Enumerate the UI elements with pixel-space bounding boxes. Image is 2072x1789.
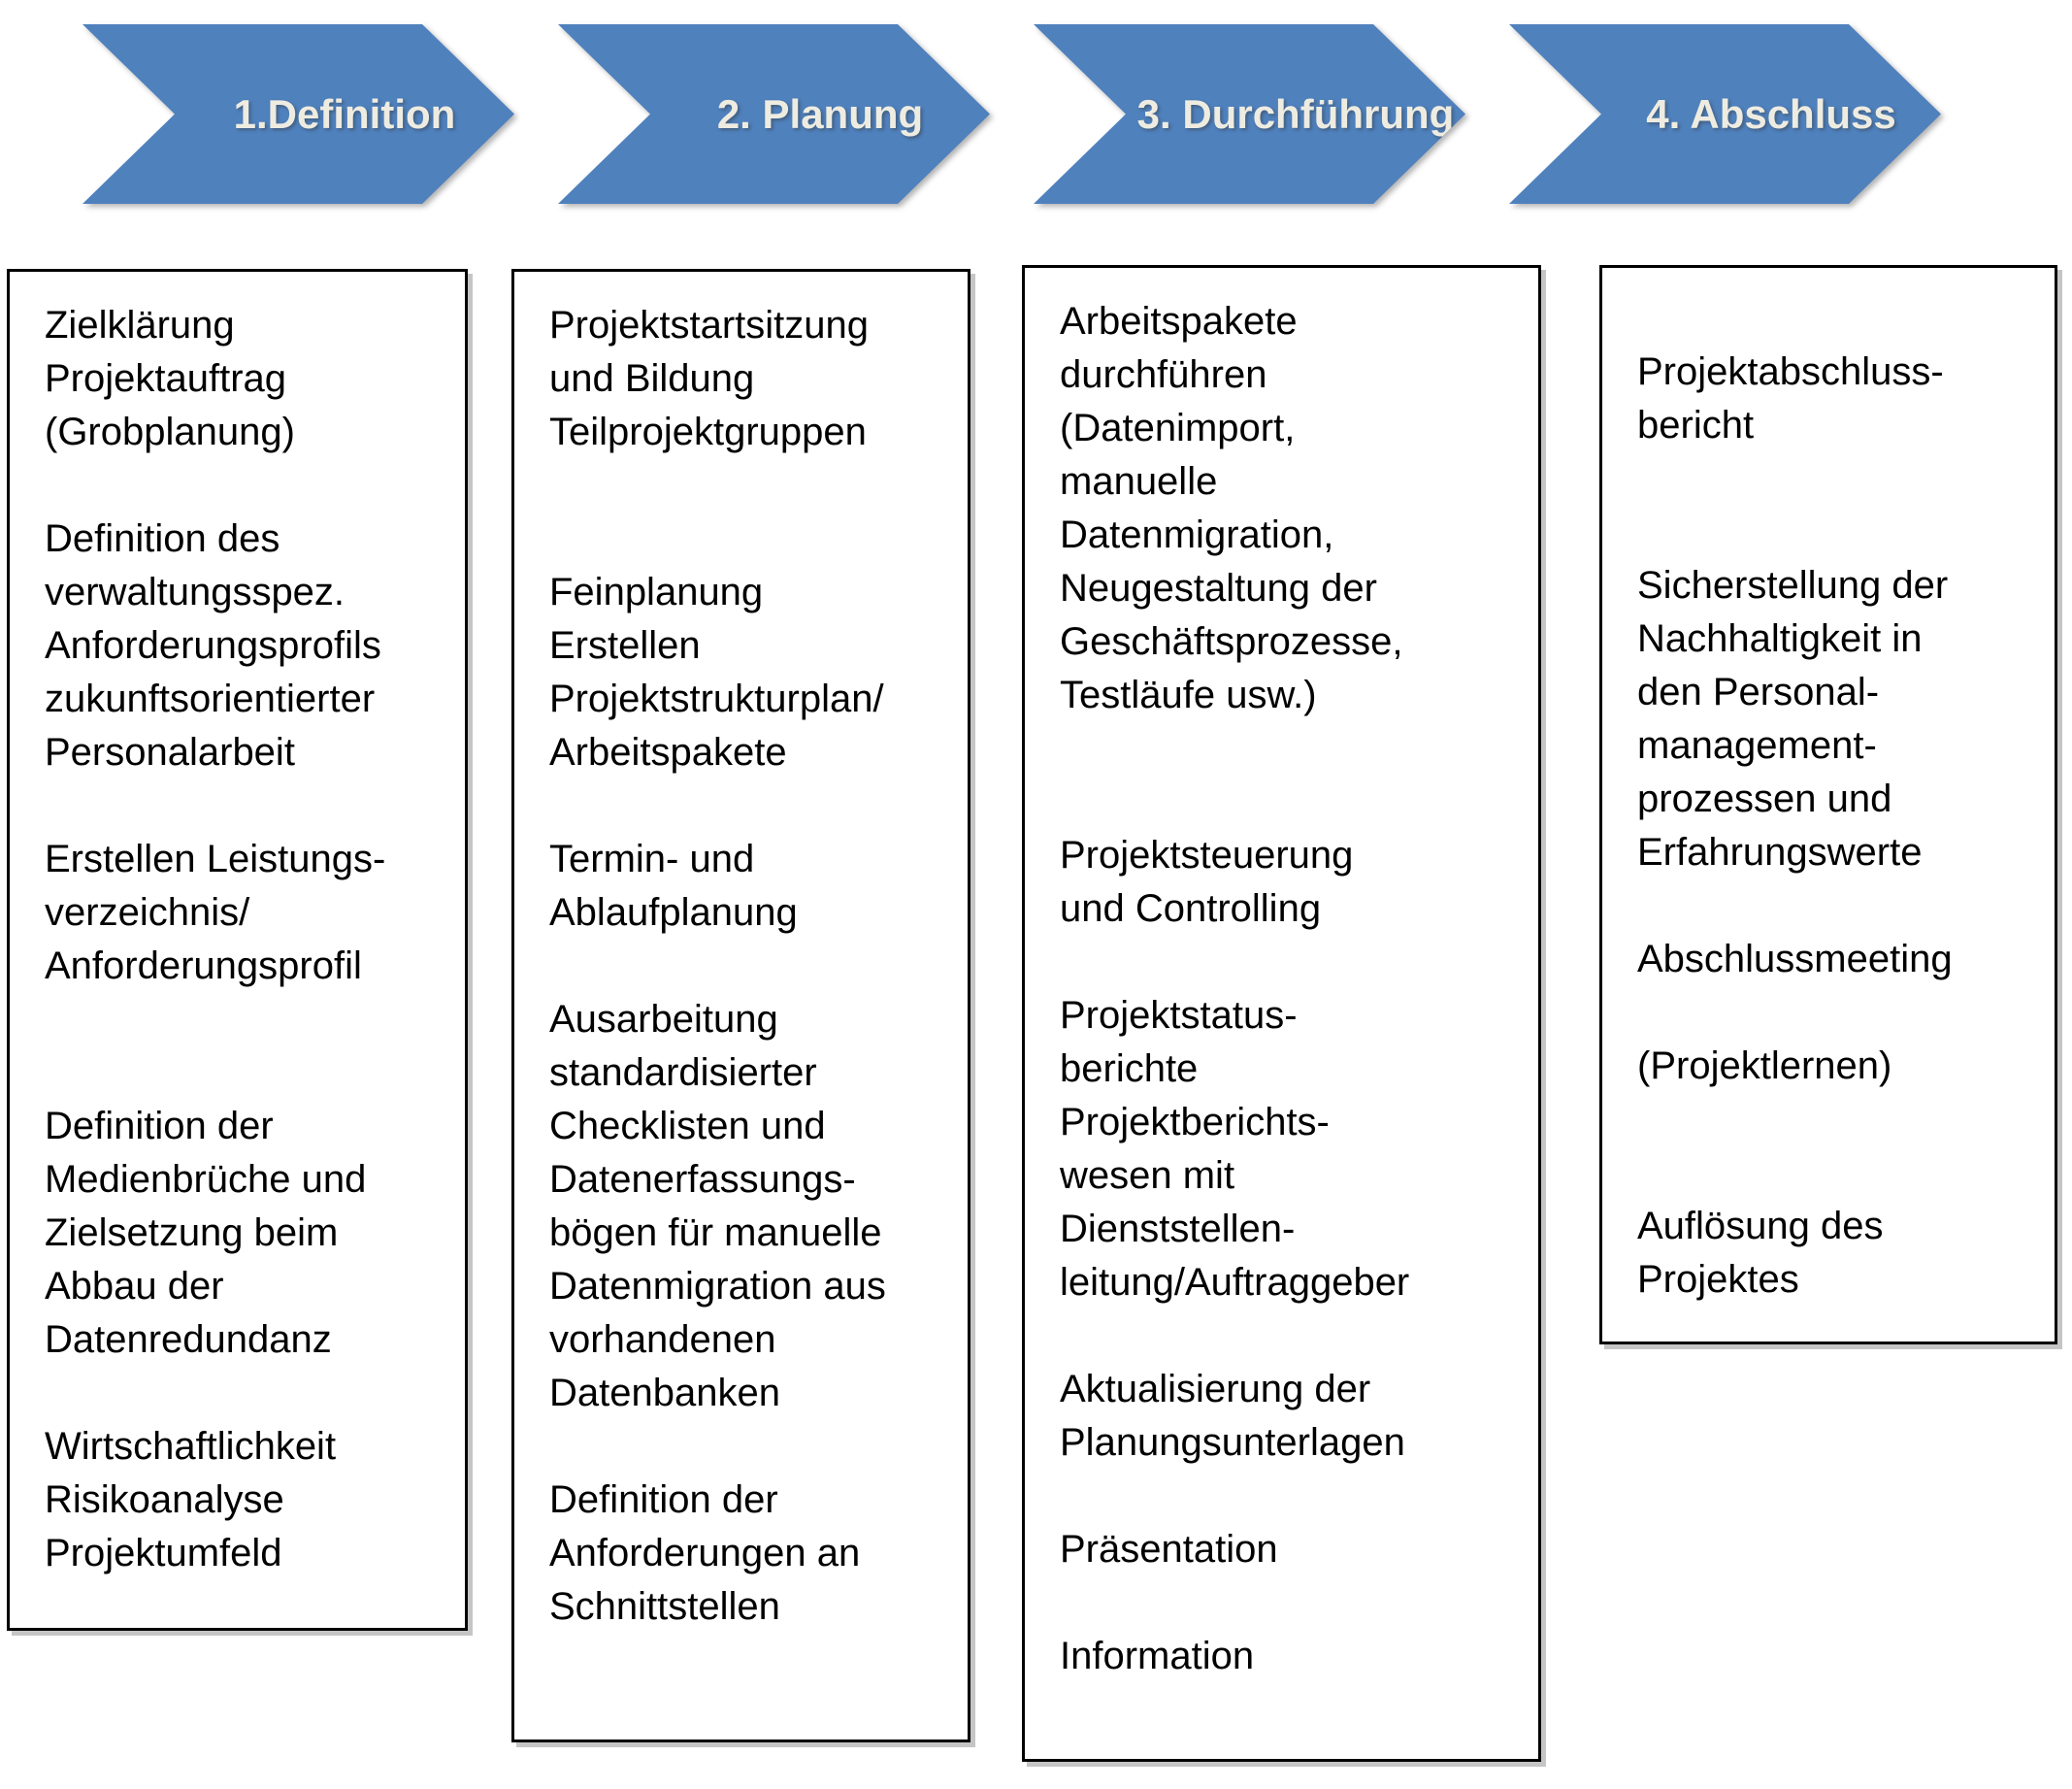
task-item: Aktualisierung der Planungsunterlagen: [1060, 1368, 1405, 1464]
task-item: Erstellen Leistungs- verzeichnis/ Anford…: [45, 838, 386, 987]
task-item: Information: [1060, 1635, 1255, 1677]
phase-arrow-planung: 2. Planung: [558, 24, 990, 204]
task-item: Projektsteuerung und Controlling: [1060, 834, 1354, 930]
phase-box-planung: Projektstartsitzung und Bildung Teilproj…: [511, 269, 970, 1742]
chevron-shape: 1.Definition: [82, 24, 514, 204]
chevron-shape: 4. Abschluss: [1509, 24, 1941, 204]
phase-box-abschluss: Projektabschluss- bericht Sicherstellung…: [1599, 265, 2057, 1344]
task-item: Termin- und Ablaufplanung: [549, 838, 798, 934]
phase-box-definition: Zielklärung Projektauftrag (Grobplanung)…: [7, 269, 468, 1631]
phase-box-durchfuehrung: Arbeitspakete durchführen (Datenimport, …: [1022, 265, 1541, 1762]
task-item: Projektstartsitzung und Bildung Teilproj…: [549, 304, 870, 453]
task-item: Projektstatus- berichte Projektberichts-…: [1060, 994, 1410, 1304]
task-item: Definition der Medienbrüche und Zielsetz…: [45, 1105, 367, 1361]
phase-arrow-abschluss: 4. Abschluss: [1509, 24, 1941, 204]
task-item: (Projektlernen): [1637, 1044, 1892, 1087]
task-item: Sicherstellung der Nachhaltigkeit in den…: [1637, 564, 1949, 874]
task-item: Feinplanung Erstellen Projektstrukturpla…: [549, 571, 884, 774]
phase-arrow-definition: 1.Definition: [82, 24, 514, 204]
phase-arrow-planung-label: 2. Planung: [716, 90, 924, 137]
chevron-shape: 3. Durchführung: [1034, 24, 1465, 204]
phase-arrow-durchfuehrung: 3. Durchführung: [1034, 24, 1465, 204]
task-item: Wirtschaftlichkeit Risikoanalyse Projekt…: [45, 1425, 337, 1574]
task-item: Ausarbeitung standardisierter Checkliste…: [549, 998, 886, 1414]
task-item: Arbeitspakete durchführen (Datenimport, …: [1060, 300, 1403, 716]
task-item: Abschlussmeeting: [1637, 938, 1953, 980]
chevron-shape: 2. Planung: [558, 24, 990, 204]
task-item: Definition der Anforderungen an Schnitts…: [549, 1478, 861, 1628]
phase-arrow-abschluss-label: 4. Abschluss: [1646, 90, 1896, 137]
task-item: Auflösung des Projektes: [1637, 1205, 1884, 1301]
task-item: Zielklärung Projektauftrag (Grobplanung): [45, 304, 295, 453]
task-item: Definition des verwaltungsspez. Anforder…: [45, 517, 381, 774]
task-item: Projektabschluss- bericht: [1637, 350, 1944, 447]
phase-arrow-definition-label: 1.Definition: [233, 90, 456, 137]
task-item: Präsentation: [1060, 1528, 1278, 1571]
phase-arrow-durchfuehrung-label: 3. Durchführung: [1136, 90, 1455, 137]
